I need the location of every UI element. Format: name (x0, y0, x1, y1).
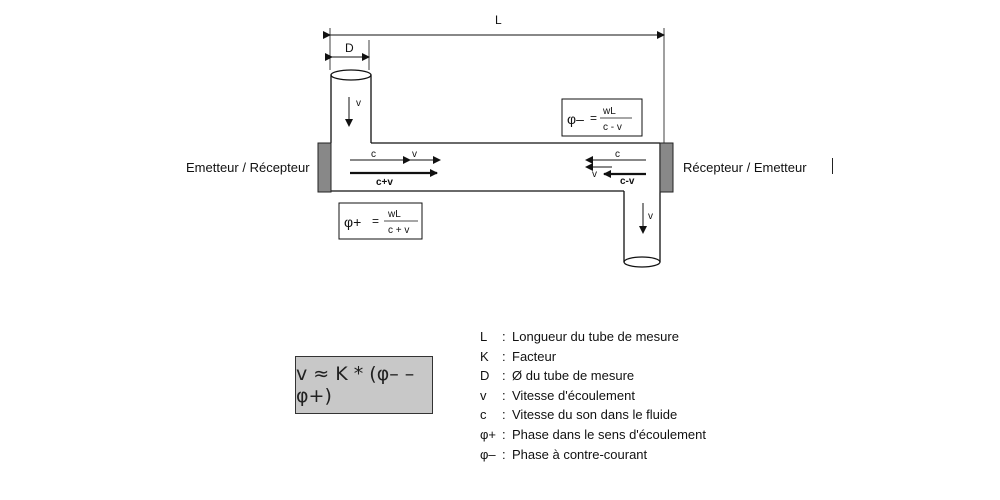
edge-mark (832, 158, 833, 174)
phi-minus-formula: φ– = wL c - v (561, 98, 643, 137)
upstream-arrows: c v c-v (585, 149, 646, 187)
svg-text:=: = (372, 214, 379, 228)
svg-text:c + v: c + v (388, 225, 409, 236)
legend-item: L:Longueur du tube de mesure (480, 329, 679, 344)
legend-item: v:Vitesse d'écoulement (480, 387, 635, 403)
main-formula: v ≈ K * (φ– – φ+) (296, 363, 415, 407)
left-transducer (317, 142, 332, 193)
svg-text:=: = (590, 111, 597, 125)
right-transducer (659, 142, 674, 193)
svg-text:c-v: c-v (620, 176, 635, 187)
pipe (330, 69, 661, 268)
svg-text:wL: wL (387, 209, 401, 220)
legend-item: K:Facteur (480, 348, 557, 364)
diameter-dimension: D (325, 40, 370, 70)
length-dimension: L (323, 13, 665, 145)
legend: L:Longueur du tube de mesure K:Facteur D… (480, 327, 706, 464)
svg-text:wL: wL (602, 106, 616, 117)
svg-text:v: v (412, 149, 417, 160)
svg-text:v: v (356, 98, 361, 109)
main-formula-box: v ≈ K * (φ– – φ+) (295, 356, 433, 414)
svg-text:c+v: c+v (376, 177, 393, 188)
legend-item: D:Ø du tube de mesure (480, 368, 635, 384)
flow-arrow-right: v (639, 203, 653, 234)
svg-text:c: c (615, 149, 620, 160)
downstream-arrows: c v c+v (350, 149, 441, 188)
legend-item: φ+:Phase dans le sens d'écoulement (480, 426, 706, 442)
svg-text:φ–: φ– (567, 111, 584, 127)
svg-text:c - v: c - v (603, 122, 622, 133)
svg-text:c: c (371, 149, 376, 160)
receiver-emitter-right-label: Récepteur / Emetteur (683, 160, 807, 175)
emitter-receiver-left-label: Emetteur / Récepteur (186, 160, 310, 175)
legend-item: φ–:Phase à contre-courant (480, 446, 648, 462)
phi-plus-formula: φ+ = wL c + v (338, 202, 423, 240)
svg-text:v: v (648, 211, 653, 222)
length-label: L (495, 13, 502, 27)
svg-text:v: v (592, 169, 597, 180)
legend-item: c:Vitesse du son dans le fluide (480, 407, 678, 423)
svg-text:φ+: φ+ (344, 214, 361, 230)
diameter-label: D (345, 41, 354, 55)
flow-arrow-left: v (345, 97, 361, 127)
